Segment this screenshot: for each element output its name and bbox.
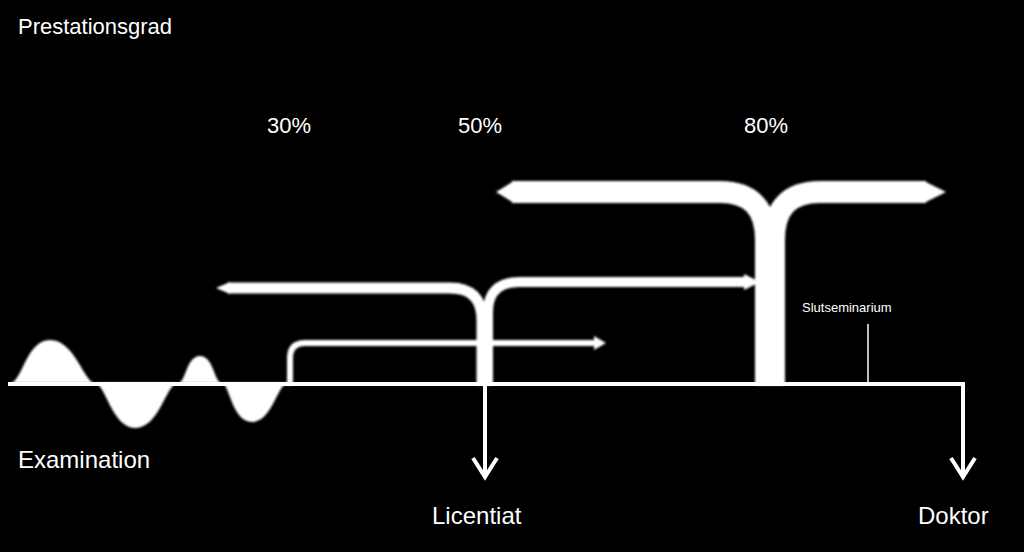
down-arrow — [483, 384, 487, 476]
big-branch-left — [512, 192, 766, 385]
tail-point — [216, 282, 230, 294]
tail-point — [496, 181, 514, 203]
percent-label: 80% — [744, 113, 788, 138]
middle-branch-right — [488, 282, 746, 385]
axis-label: Prestationsgrad — [18, 14, 172, 39]
tail-point — [924, 181, 946, 203]
milestone-label: Slutseminarium — [802, 301, 892, 316]
degree-label: Doktor — [918, 502, 989, 530]
percent-label: 30% — [267, 113, 311, 138]
down-arrowhead — [951, 458, 975, 477]
leader-line — [867, 324, 869, 383]
stage-label: Examination — [18, 446, 150, 474]
big-branch-right — [774, 192, 926, 385]
down-arrow — [961, 384, 965, 476]
middle-branch-left — [228, 288, 482, 385]
down-arrowhead — [473, 458, 497, 477]
percent-label: 50% — [458, 113, 502, 138]
arrowhead — [594, 336, 606, 350]
degree-label: Licentiat — [432, 502, 521, 530]
small-arrow — [290, 343, 596, 385]
